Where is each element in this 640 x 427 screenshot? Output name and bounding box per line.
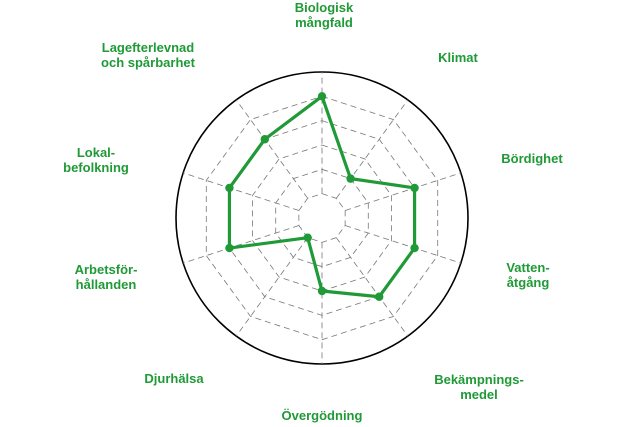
data-point-7 [303,233,312,242]
axis-label-line: medel [460,387,498,402]
data-point-4 [410,243,419,253]
data-point-3 [410,183,419,193]
data-point-8 [225,243,234,253]
axis-label-line: Lagefterlevnad [102,40,195,55]
spoke-5 [335,237,409,337]
data-point-2 [346,174,355,183]
axis-label-line: Arbetsför- [75,262,138,277]
axis-label-5: Bekämpnings-medel [434,372,524,402]
axis-label-line: Vatten- [506,260,549,275]
axis-label-line: Biologisk [295,0,354,15]
radar-series [225,92,419,301]
axis-label-line: Övergödning [282,408,363,423]
axis-label-line: mångfald [295,15,353,30]
axis-label-line: Lokal- [77,145,115,160]
data-point-10 [260,135,269,144]
axis-label-8: Arbetsför-hållanden [75,262,138,292]
spoke-10 [235,99,309,199]
axis-label-line: Bekämpnings- [434,372,524,387]
axis-label-6: Övergödning [282,408,363,423]
spoke-8 [183,225,299,264]
data-point-6 [317,286,327,296]
grid-ring-3 [252,144,392,292]
axis-label-9: Lokal-befolkning [63,145,129,175]
axis-label-3: Bördighet [501,151,563,166]
spoke-9 [183,172,299,211]
grid-ring-2 [275,168,369,268]
spoke-2 [335,99,409,199]
axis-label-line: åtgång [507,275,550,290]
radar-grid [175,71,469,365]
data-point-9 [225,183,234,193]
data-point-5 [375,292,384,301]
spoke-3 [345,172,461,211]
axis-label-line: och spårbarhet [101,55,196,70]
outer-circle [175,71,469,365]
axis-label-line: hållanden [76,277,137,292]
axis-label-line: befolkning [63,160,129,175]
axis-label-line: Klimat [438,50,478,65]
axis-label-2: Klimat [438,50,478,65]
axis-label-line: Djurhälsa [144,371,204,386]
axis-label-4: Vatten-åtgång [506,260,549,290]
axis-label-line: Bördighet [501,151,563,166]
grid-ring-5 [205,95,439,341]
spoke-7 [235,237,309,337]
data-point-1 [317,92,327,101]
spoke-4 [345,225,461,264]
axis-label-7: Djurhälsa [144,371,204,386]
